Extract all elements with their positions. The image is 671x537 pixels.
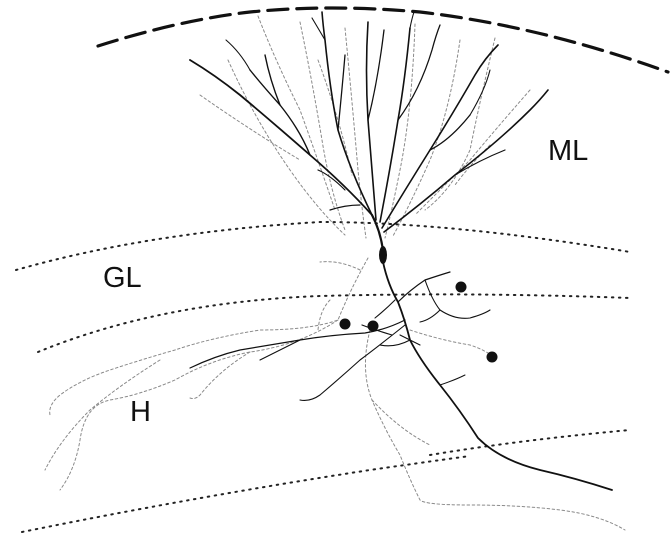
- hilus-boundary-lower-1: [430, 430, 630, 455]
- dot-1: [340, 319, 351, 330]
- dot-3: [456, 282, 467, 293]
- label-gl: GL: [103, 262, 142, 294]
- gl-hilus-boundary: [38, 294, 630, 352]
- hilus-boundary-lower-2: [22, 456, 470, 532]
- dot-4: [487, 352, 498, 363]
- dot-2: [368, 321, 379, 332]
- apical-dendrites: [190, 12, 548, 250]
- label-ml: ML: [548, 135, 588, 167]
- label-h: H: [130, 396, 151, 428]
